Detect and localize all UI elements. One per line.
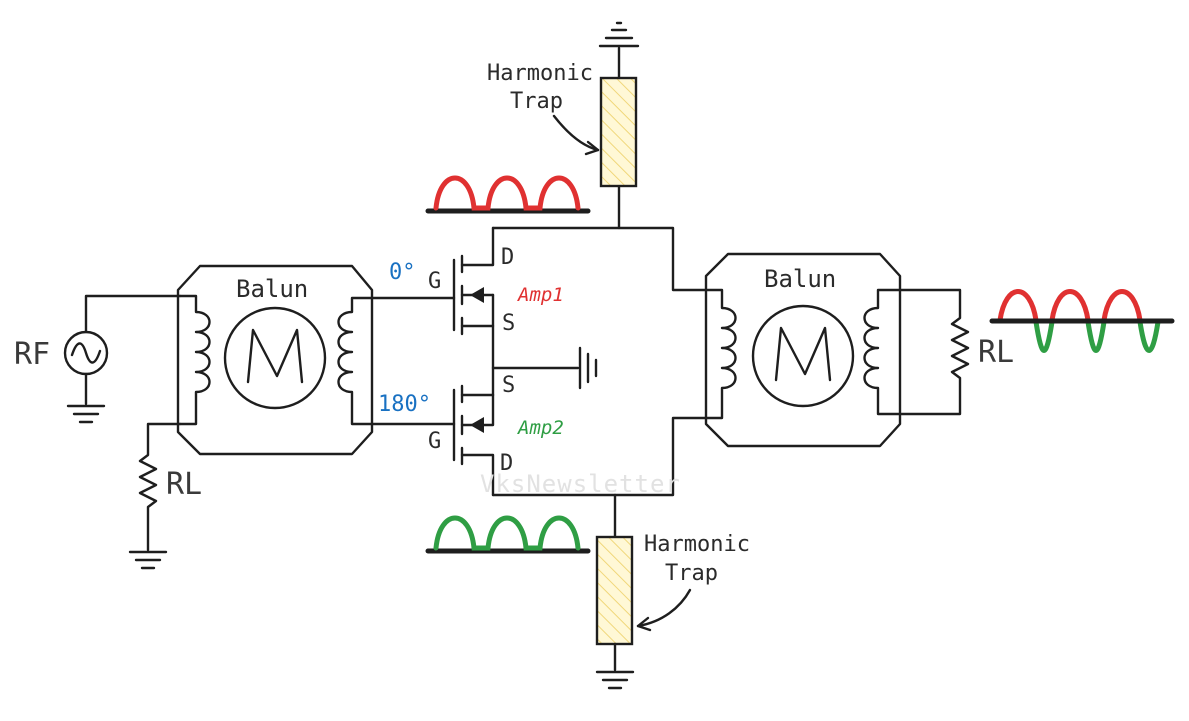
trap-top-line2: Trap [510, 89, 563, 114]
rl-right-label: RL [978, 335, 1014, 370]
drain-label-top: D [501, 245, 514, 270]
drain-label-bottom: D [500, 451, 513, 476]
drain-wire-bottom [491, 416, 708, 497]
source-label-bottom: S [502, 373, 515, 398]
rf-source [63, 294, 182, 424]
balun-right-label: Balun [764, 265, 836, 293]
trap-top-line1: Harmonic [487, 61, 593, 86]
watermark: VksNewsletter [480, 470, 681, 498]
source-label-top: S [502, 311, 515, 336]
trap-bottom-line2: Trap [665, 561, 718, 586]
ground-icon [66, 404, 106, 424]
rl-left-label: RL [166, 467, 202, 502]
gate-label-top: G [428, 269, 441, 294]
source-ground [491, 324, 598, 397]
balun-left-label: Balun [236, 275, 308, 303]
waveform-amp2 [425, 515, 591, 554]
load-resistor-right [898, 288, 970, 416]
amp1-label: Amp1 [517, 284, 564, 306]
transistor-amp2 [452, 384, 495, 497]
harmonic-trap-bottom [595, 493, 692, 690]
transistor-amp1 [452, 226, 495, 336]
balun-right [704, 252, 902, 448]
rf-label: RF [14, 337, 50, 372]
load-resistor-left [128, 422, 182, 570]
drain-wire-top [491, 226, 708, 292]
amp2-label: Amp2 [517, 417, 564, 439]
waveform-output [989, 289, 1175, 353]
harmonic-trap-top [552, 21, 640, 230]
phase-180-label: 180° [378, 392, 431, 417]
trap-bottom-line1: Harmonic [644, 532, 750, 557]
waveform-amp1 [425, 175, 591, 214]
phase-0-label: 0° [389, 260, 416, 285]
gate-label-bottom: G [428, 429, 441, 454]
balun-left [176, 264, 374, 456]
